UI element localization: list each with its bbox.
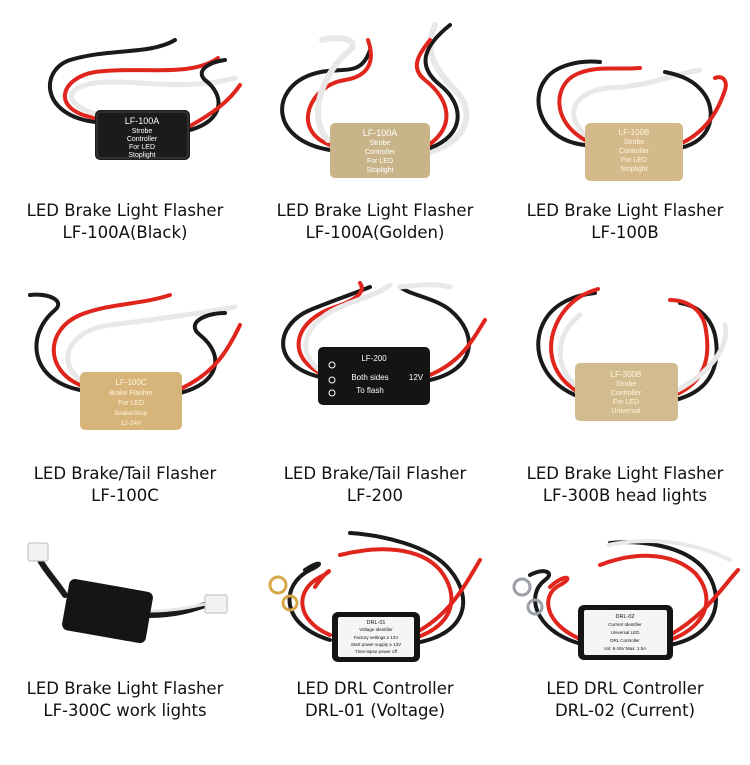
box-label: LF-200 xyxy=(361,354,387,363)
caption-line-1: LED Brake/Tail Flasher xyxy=(283,464,467,483)
caption-line-2: LF-300B head lights xyxy=(542,486,708,505)
product-drl-01: DRL-01 Voltage Identifier Factory settin… xyxy=(250,515,500,765)
caption-line-2: LF-100C xyxy=(91,486,159,505)
caption-line-1: LED Brake Light Flasher xyxy=(526,201,724,220)
caption-line-1: LED Brake Light Flasher xyxy=(26,679,224,698)
product-lf-200: LF-200 Both sides To flash 12V LED Brake… xyxy=(250,265,500,515)
svg-text:Stoplight: Stoplight xyxy=(366,167,393,174)
product-lf-100a-black: LF-100A Strobe Controller For LED Stopli… xyxy=(0,0,250,250)
svg-text:Strobe: Strobe xyxy=(616,381,637,388)
caption-line-1: LED Brake Light Flasher xyxy=(276,201,474,220)
svg-text:For LED: For LED xyxy=(129,144,155,151)
svg-text:Factory settings ≥ 13V: Factory settings ≥ 13V xyxy=(354,635,399,640)
svg-text:Voltage Identifier: Voltage Identifier xyxy=(359,627,393,632)
svg-text:Controller: Controller xyxy=(365,149,396,156)
svg-text:Brake Flasher: Brake Flasher xyxy=(109,390,153,397)
product-lf-300c: LED Brake Light Flasher LF-300C work lig… xyxy=(0,515,250,765)
box-label: LF-300B xyxy=(611,370,642,379)
svg-text:Strobe: Strobe xyxy=(624,139,645,146)
caption-line-2: DRL-02 (Current) xyxy=(554,701,696,720)
box-label: DRL-02 xyxy=(616,614,635,620)
product-photo: LF-200 Both sides To flash 12V xyxy=(281,281,487,405)
product-caption: LED Brake Light Flasher LF-300C work lig… xyxy=(0,678,250,722)
product-photo: DRL-02 Current Identifier Universal LED … xyxy=(512,539,740,660)
caption-line-1: LED DRL Controller xyxy=(296,679,454,698)
product-photo xyxy=(27,542,228,644)
product-caption: LED DRL Controller DRL-02 (Current) xyxy=(500,678,750,722)
product-photo: LF-100C Brake Flasher For LED Brake/Stop… xyxy=(28,292,242,430)
caption-line-2: DRL-01 (Voltage) xyxy=(304,701,446,720)
svg-text:Stoplight: Stoplight xyxy=(620,166,647,173)
svg-text:Brake/Stop: Brake/Stop xyxy=(115,410,148,417)
box-label: LF-100A xyxy=(363,128,398,138)
product-caption: LED Brake Light Flasher LF-100A(Golden) xyxy=(250,200,500,244)
svg-text:Both sides: Both sides xyxy=(351,373,388,382)
svg-text:12-24V: 12-24V xyxy=(121,420,143,427)
svg-text:Time-lapse power off: Time-lapse power off xyxy=(355,649,398,654)
product-photo: LF-100A Strobe Controller For LED Stopli… xyxy=(47,38,242,160)
svg-text:Controller: Controller xyxy=(619,148,650,155)
caption-line-2: LF-200 xyxy=(346,486,404,505)
caption-line-1: LED Brake/Tail Flasher xyxy=(33,464,217,483)
product-caption: LED Brake Light Flasher LF-100B xyxy=(500,200,750,244)
product-caption: LED Brake/Tail Flasher LF-100C xyxy=(0,463,250,507)
caption-line-1: LED Brake Light Flasher xyxy=(26,201,224,220)
svg-text:Start power supply ≥ 13V: Start power supply ≥ 13V xyxy=(351,642,401,647)
caption-line-2: LF-100A(Golden) xyxy=(305,223,445,242)
svg-text:Strobe: Strobe xyxy=(132,128,153,135)
product-photo: LF-100A Strobe Controller For LED Stopli… xyxy=(280,22,470,178)
svg-text:Controller: Controller xyxy=(127,136,158,143)
product-photo: LF-100B Strobe Controller For LED Stopli… xyxy=(536,59,728,181)
box-label: LF-100C xyxy=(115,378,146,387)
svg-text:For LED: For LED xyxy=(621,157,647,164)
svg-text:Vol: 8-16V Max: 1.5A: Vol: 8-16V Max: 1.5A xyxy=(604,646,646,651)
svg-text:For LED: For LED xyxy=(367,158,393,165)
product-lf-300b: LF-300B Strobe Controller For LED Univer… xyxy=(500,265,750,515)
product-lf-100c: LF-100C Brake Flasher For LED Brake/Stop… xyxy=(0,265,250,515)
svg-text:DRL Controller: DRL Controller xyxy=(610,638,640,643)
product-caption: LED Brake/Tail Flasher LF-200 xyxy=(250,463,500,507)
product-drl-02: DRL-02 Current Identifier Universal LED … xyxy=(500,515,750,765)
caption-line-2: LF-100B xyxy=(591,223,659,242)
caption-line-1: LED Brake Light Flasher xyxy=(526,464,724,483)
caption-line-1: LED DRL Controller xyxy=(546,679,704,698)
svg-text:For LED: For LED xyxy=(613,399,639,406)
box-label: LF-100B xyxy=(619,128,650,137)
product-caption: LED Brake Light Flasher LF-100A(Black) xyxy=(0,200,250,244)
svg-text:Controller: Controller xyxy=(611,390,642,397)
svg-text:Universal: Universal xyxy=(611,408,641,415)
product-photo: DRL-01 Voltage Identifier Factory settin… xyxy=(268,531,482,662)
product-caption: LED DRL Controller DRL-01 (Voltage) xyxy=(250,678,500,722)
product-lf-100b: LF-100B Strobe Controller For LED Stopli… xyxy=(500,0,750,250)
box-label: DRL-01 xyxy=(367,620,386,626)
svg-text:Stoplight: Stoplight xyxy=(128,152,155,159)
product-caption: LED Brake Light Flasher LF-300B head lig… xyxy=(500,463,750,507)
product-lf-100a-golden: LF-100A Strobe Controller For LED Stopli… xyxy=(250,0,500,250)
svg-text:Current Identifier: Current Identifier xyxy=(608,622,642,627)
svg-text:Universal LED: Universal LED xyxy=(611,630,641,635)
box-label: LF-100A xyxy=(125,116,160,126)
caption-line-2: LF-300C work lights xyxy=(43,701,207,720)
svg-text:12V: 12V xyxy=(409,373,424,382)
svg-text:To flash: To flash xyxy=(356,386,384,395)
svg-text:For LED: For LED xyxy=(118,400,144,407)
caption-line-2: LF-100A(Black) xyxy=(62,223,188,242)
svg-text:Strobe: Strobe xyxy=(370,140,391,147)
product-photo: LF-300B Strobe Controller For LED Univer… xyxy=(536,287,729,421)
